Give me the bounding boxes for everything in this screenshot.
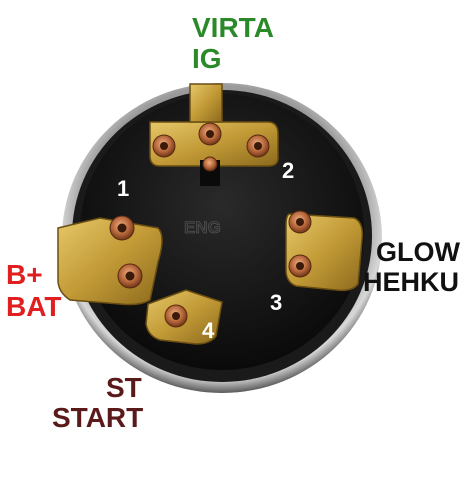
glow-label: GLOW [376,237,460,267]
start-abbrev-label: ST [106,372,142,403]
battery-plus-label: B+ [6,259,43,290]
terminal-glow [285,210,364,292]
terminal-number-1: 1 [117,176,130,201]
ig-label: IG [192,43,222,74]
glow-label-finnish: HEHKU [363,267,460,297]
terminal-number-2: 2 [282,158,295,183]
terminal-number-4: 4 [202,318,215,343]
battery-label: BAT [6,291,62,322]
terminal-start [145,289,223,345]
ig-label-finnish: VIRTA [192,12,274,43]
terminal-bat [57,215,163,306]
terminal-ig [149,83,279,186]
eng-marking: ENG [184,218,221,237]
black-housing [80,94,364,370]
terminal-number-3: 3 [270,290,283,315]
start-label: START [52,402,144,433]
